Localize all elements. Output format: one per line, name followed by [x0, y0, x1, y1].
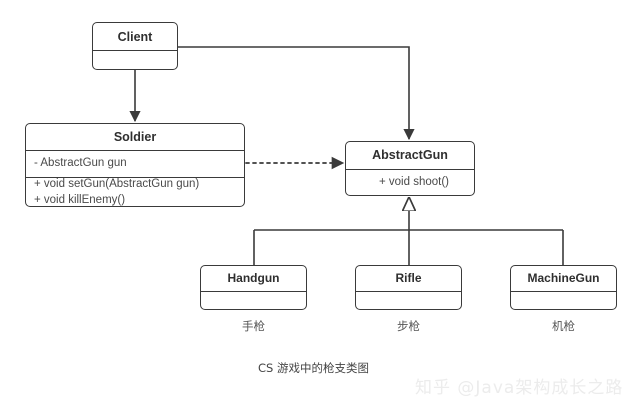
- class-name-machinegun: MachineGun: [527, 271, 600, 286]
- edge-client-to-abstractgun: [178, 46, 415, 141]
- class-caption-rifle: 步枪: [397, 319, 420, 333]
- class-members-rifle: [356, 290, 461, 309]
- class-box-soldier[interactable]: Soldier - AbstractGun gun + void setGun(…: [25, 123, 245, 207]
- attribute-row: - AbstractGun gun: [34, 157, 127, 170]
- method-row: + void setGun(AbstractGun gun): [34, 177, 200, 190]
- watermark-text: 知乎 @Java架构成长之路: [415, 378, 624, 398]
- class-box-client[interactable]: Client: [92, 22, 178, 70]
- diagram-caption: CS 游戏中的枪支类图: [258, 361, 369, 375]
- class-name-abstractgun: AbstractGun: [372, 148, 448, 163]
- class-members-handgun: [201, 290, 306, 309]
- class-name-handgun: Handgun: [227, 271, 280, 286]
- class-members-client: [93, 50, 177, 69]
- class-box-handgun[interactable]: Handgun: [200, 265, 307, 310]
- method-row: + void shoot(): [379, 175, 449, 188]
- class-name-rifle: Rifle: [395, 271, 422, 286]
- class-attributes-soldier: - AbstractGun gun: [26, 150, 244, 177]
- class-box-rifle[interactable]: Rifle: [355, 265, 462, 310]
- class-caption-handgun: 手枪: [242, 319, 265, 333]
- class-box-abstractgun[interactable]: AbstractGun + void shoot(): [345, 141, 475, 196]
- class-methods-abstractgun: + void shoot(): [346, 168, 474, 195]
- class-caption-machinegun: 机枪: [552, 319, 575, 333]
- class-name-soldier: Soldier: [113, 130, 157, 144]
- class-members-machinegun: [511, 290, 616, 309]
- class-methods-soldier: + void setGun(AbstractGun gun) + void ki…: [26, 177, 244, 206]
- method-row: + void killEnemy(): [34, 193, 126, 206]
- class-name-client: Client: [117, 29, 153, 44]
- class-box-machinegun[interactable]: MachineGun: [510, 265, 617, 310]
